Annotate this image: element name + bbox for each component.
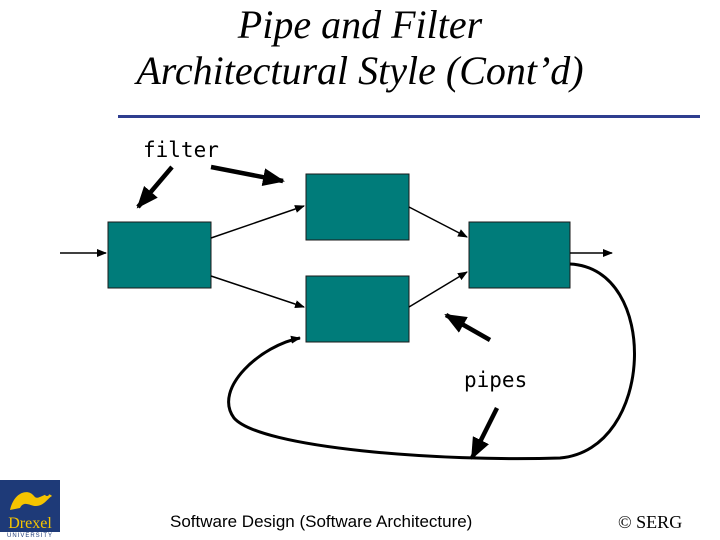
footer-copyright: © SERG: [618, 512, 683, 532]
filter-box-3: [305, 275, 410, 343]
drexel-logo: Drexel UNIVERSITY: [0, 480, 60, 540]
dragon-icon: [10, 492, 52, 510]
footer-course: Software Design (Software Architecture): [170, 512, 473, 531]
filter-box-2: [305, 173, 410, 241]
logo-wordmark: Drexel: [8, 515, 52, 532]
filter-box-1: [107, 221, 212, 289]
filter-box-4: [468, 221, 571, 289]
filter-pointer-arrow-left: [136, 165, 174, 209]
logo-subtitle: UNIVERSITY: [0, 532, 60, 540]
title-line-2: Architectural Style (Cont’d): [136, 48, 584, 93]
pipe-f1-f3: [210, 275, 305, 308]
pipes-pointer-arrow-down: [469, 406, 500, 460]
filter-label: filter: [143, 138, 219, 162]
slide-title: Pipe and Filter Architectural Style (Con…: [0, 2, 720, 94]
title-divider: [118, 115, 700, 118]
filter-pointer-arrow-right: [210, 164, 285, 187]
pipe-f3-f4: [408, 271, 468, 308]
pipe-feedback-loop: [227, 262, 636, 461]
title-line-1: Pipe and Filter: [237, 2, 483, 47]
pipe-f2-f4: [408, 206, 468, 238]
pipes-pointer-arrow-up: [444, 313, 492, 342]
pipe-f1-f2: [210, 205, 305, 239]
pipes-label: pipes: [464, 368, 528, 392]
